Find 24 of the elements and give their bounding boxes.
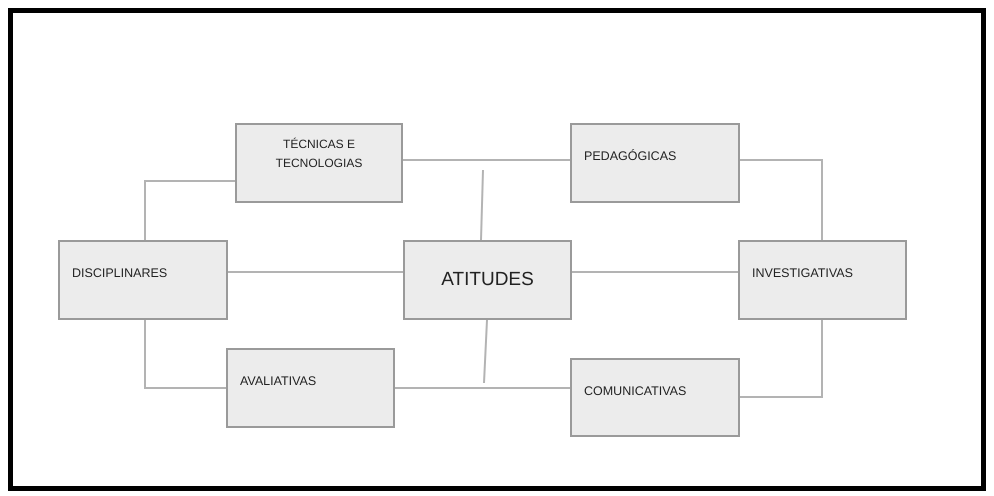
- box-label: DISCIPLINARES: [72, 265, 168, 282]
- box-label: TÉCNICAS E TECNOLOGIAS: [276, 136, 362, 172]
- connector-line: [403, 159, 570, 161]
- connector-line: [740, 320, 823, 398]
- box-label: ATITUDES: [441, 268, 534, 292]
- category-box: [570, 358, 740, 437]
- connector-line: [144, 320, 226, 389]
- category-box: [58, 240, 228, 320]
- connector-line: [740, 159, 823, 240]
- category-box: [226, 348, 395, 428]
- connector-line: [483, 320, 488, 384]
- category-box: [403, 240, 572, 320]
- box-label: AVALIATIVAS: [240, 373, 316, 390]
- connector-line: [144, 180, 235, 240]
- category-box: [570, 123, 740, 203]
- category-box: [738, 240, 907, 320]
- connector-line: [228, 271, 403, 273]
- connector-line: [480, 170, 484, 240]
- box-label: PEDAGÓGICAS: [584, 148, 676, 165]
- category-box: [235, 123, 403, 203]
- box-label: COMUNICATIVAS: [584, 383, 686, 400]
- box-label: INVESTIGATIVAS: [752, 265, 853, 282]
- connector-line: [572, 271, 738, 273]
- connector-line: [395, 387, 570, 389]
